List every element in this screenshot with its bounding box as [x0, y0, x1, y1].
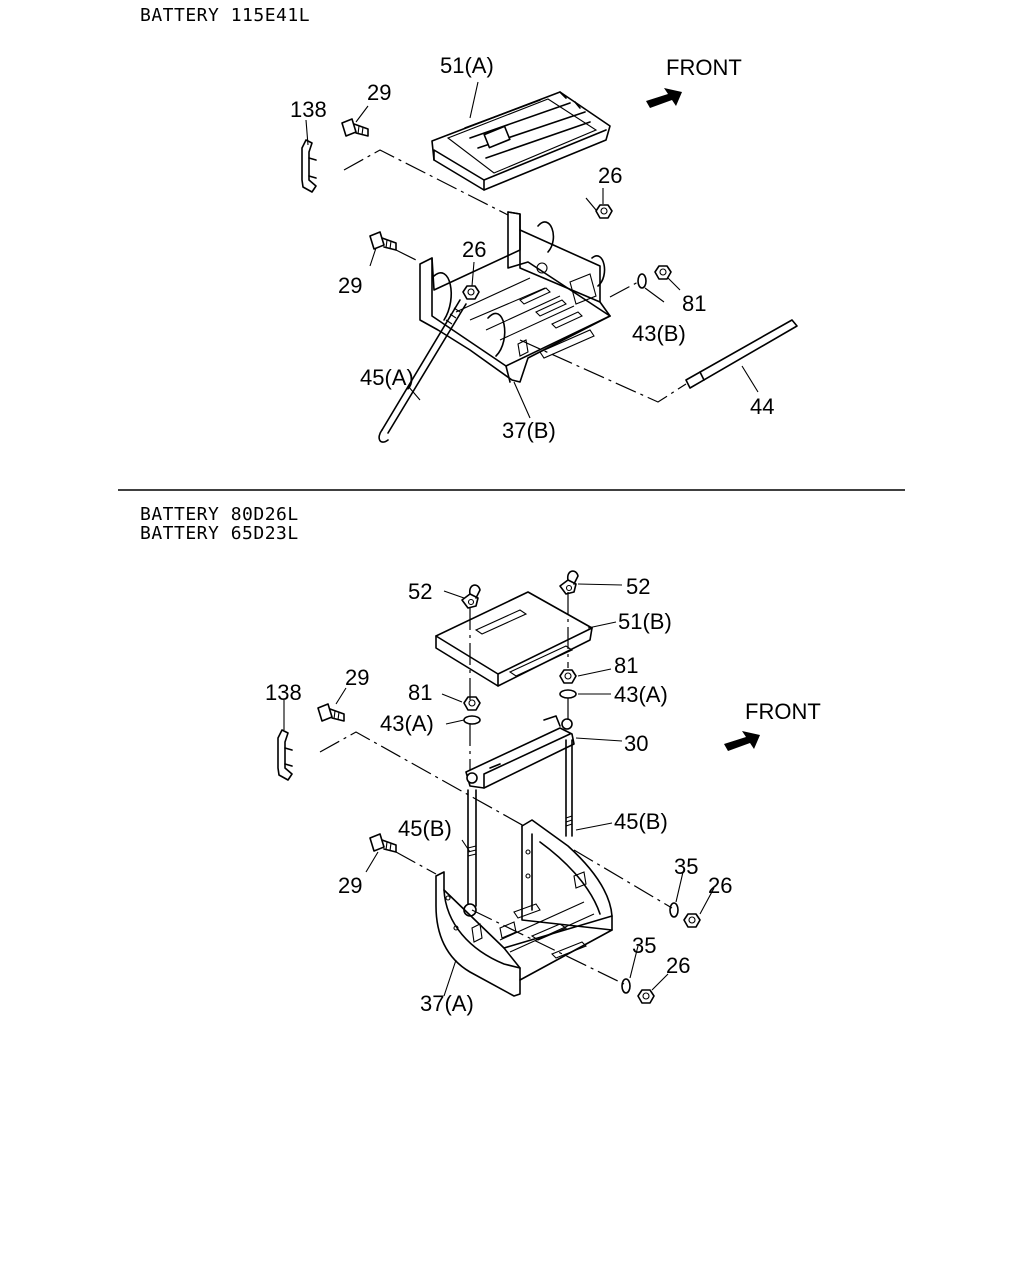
hook-138	[301, 139, 317, 193]
front-label: FRONT	[666, 55, 742, 80]
callout-81-left: 81	[408, 680, 432, 705]
callout-26-lower: 26	[666, 953, 690, 978]
front-indicator: FRONT	[724, 699, 821, 751]
rod-45b-left	[463, 789, 477, 917]
washer-35-lower	[621, 978, 631, 994]
front-indicator: FRONT	[646, 55, 742, 108]
callout-81: 81	[682, 291, 706, 316]
callout-43a-left: 43(A)	[380, 711, 434, 736]
section-title-2: BATTERY 65D23L	[140, 523, 299, 544]
callout-51a: 51(A)	[440, 53, 494, 78]
nut-26-lower	[637, 989, 655, 1004]
callout-29-lower: 29	[338, 273, 362, 298]
callout-45b-left: 45(B)	[398, 816, 452, 841]
front-arrow-icon	[724, 731, 760, 751]
nut-81-left	[463, 696, 481, 711]
rod-44	[685, 319, 798, 389]
nut-26-lower	[462, 285, 480, 300]
nut-81	[654, 265, 672, 280]
bolt-29-lower	[369, 231, 397, 251]
battery-cover-51a	[431, 91, 611, 191]
bolt-29-lower	[369, 833, 397, 853]
front-arrow-icon	[646, 88, 682, 108]
callout-37b: 37(B)	[502, 418, 556, 443]
bolt-29-upper	[317, 703, 345, 722]
callout-51b: 51(B)	[618, 609, 672, 634]
section-115e41l: BATTERY 115E41L FRONT	[140, 5, 798, 443]
nut-26-upper	[683, 913, 701, 928]
callout-52-left: 52	[408, 579, 432, 604]
callout-43a-right: 43(A)	[614, 682, 668, 707]
washer-35-upper	[669, 902, 679, 918]
battery-tray-37b	[419, 211, 611, 383]
callout-43b: 43(B)	[632, 321, 686, 346]
callout-26-lower: 26	[462, 237, 486, 262]
washer-43b	[637, 273, 647, 289]
callout-30: 30	[624, 731, 648, 756]
section-title: BATTERY 115E41L	[140, 5, 310, 26]
callout-26-upper: 26	[598, 163, 622, 188]
callout-26-upper: 26	[708, 873, 732, 898]
clamp-bar-30	[465, 715, 575, 789]
wing-nut-52-right	[559, 570, 579, 595]
washer-43a-left	[463, 715, 481, 725]
callout-45a: 45(A)	[360, 365, 414, 390]
callout-37a: 37(A)	[420, 991, 474, 1016]
section-title-1: BATTERY 80D26L	[140, 504, 299, 525]
bolt-29-upper	[341, 118, 369, 137]
callout-81-right: 81	[614, 653, 638, 678]
rod-45b-right	[565, 739, 573, 837]
wing-nut-52-left	[461, 584, 481, 609]
hook-bolt-45a	[378, 299, 467, 443]
section-80d26l-65d23l: BATTERY 80D26L BATTERY 65D23L FRONT	[140, 504, 821, 1016]
washer-43a-right	[559, 689, 577, 699]
callout-138: 138	[290, 97, 327, 122]
callout-138: 138	[265, 680, 302, 705]
callout-29-lower: 29	[338, 873, 362, 898]
nut-26-upper	[595, 204, 613, 219]
battery-tray-37a	[435, 819, 613, 997]
callout-44: 44	[750, 394, 774, 419]
callout-45b-right: 45(B)	[614, 809, 668, 834]
hook-138	[277, 729, 293, 781]
callout-29-upper: 29	[345, 665, 369, 690]
callout-35-upper: 35	[674, 854, 698, 879]
nut-81-right	[559, 669, 577, 684]
callout-52-right: 52	[626, 574, 650, 599]
callout-29-upper: 29	[367, 80, 391, 105]
callout-35-lower: 35	[632, 933, 656, 958]
battery-cover-51b	[435, 591, 593, 687]
front-label: FRONT	[745, 699, 821, 724]
